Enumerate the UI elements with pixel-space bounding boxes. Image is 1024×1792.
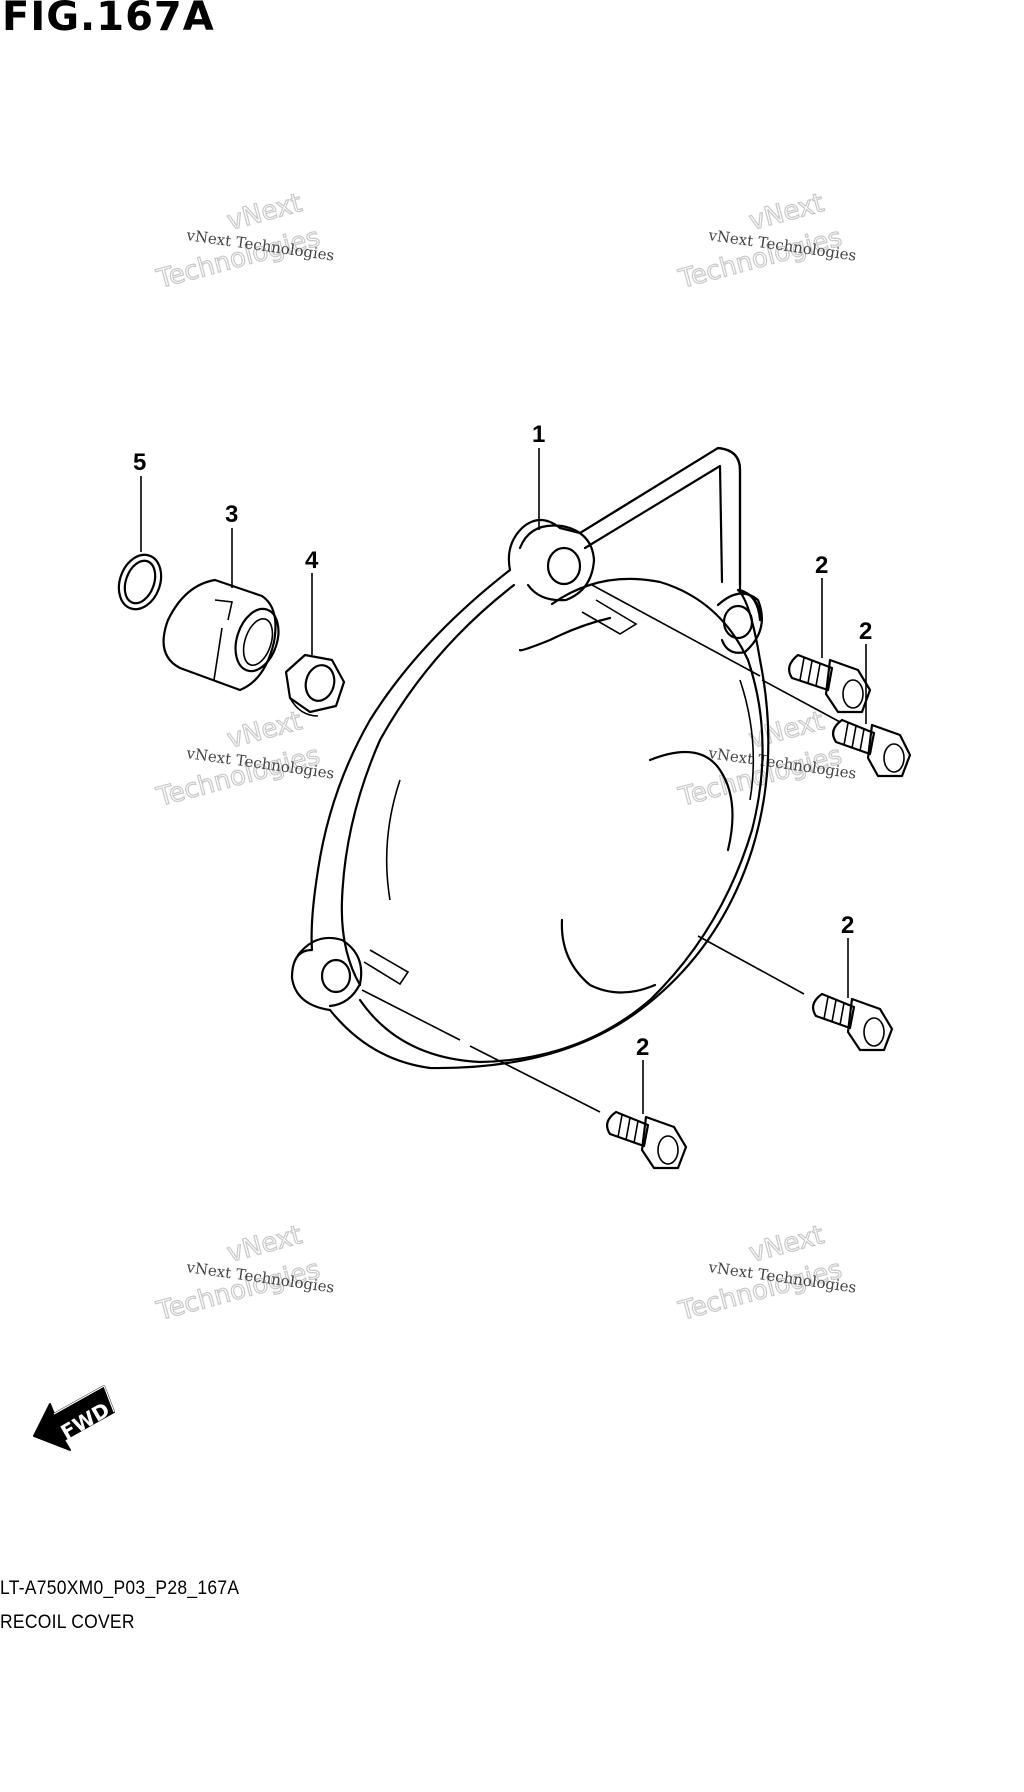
diagram-name: RECOIL COVER xyxy=(0,1612,135,1633)
bolt-part-bottom xyxy=(605,1110,688,1170)
callout-part-4: 4 xyxy=(305,547,319,574)
callout-part-2: 2 xyxy=(841,912,854,939)
installation-lines xyxy=(361,584,841,1113)
recoil-cover-part xyxy=(290,446,770,1070)
nut-part xyxy=(284,653,346,717)
bushing-part xyxy=(162,578,280,692)
watermark-mid-right: vNext Technologies vNext Technologies xyxy=(674,706,857,814)
bolt-part-lower-right xyxy=(811,992,894,1052)
figure-title: FIG.167A xyxy=(2,0,215,40)
leader-lines xyxy=(140,448,867,1114)
callout-part-3: 3 xyxy=(225,501,238,528)
watermark-top-left: vNext Technologies vNext Technologies xyxy=(152,188,335,296)
callout-part-1: 1 xyxy=(532,421,545,448)
fwd-arrow-icon: FWD xyxy=(33,1385,115,1451)
bolt-part-right xyxy=(831,718,912,778)
o-ring-part xyxy=(117,553,163,611)
diagram-code: LT-A750XM0_P03_P28_167A xyxy=(0,1578,240,1599)
callout-part-2: 2 xyxy=(859,618,872,645)
callout-part-5: 5 xyxy=(133,449,146,476)
callout-part-2: 2 xyxy=(636,1034,649,1061)
watermark-top-right: vNext Technologies vNext Technologies xyxy=(674,188,857,296)
bolt-part-upper-right xyxy=(787,653,872,714)
watermark-mid-left: vNext Technologies vNext Technologies xyxy=(152,706,335,814)
watermark-bottom-left: vNext Technologies vNext Technologies xyxy=(152,1220,335,1328)
watermark-bottom-right: vNext Technologies vNext Technologies xyxy=(674,1220,857,1328)
callout-part-2: 2 xyxy=(815,552,828,579)
